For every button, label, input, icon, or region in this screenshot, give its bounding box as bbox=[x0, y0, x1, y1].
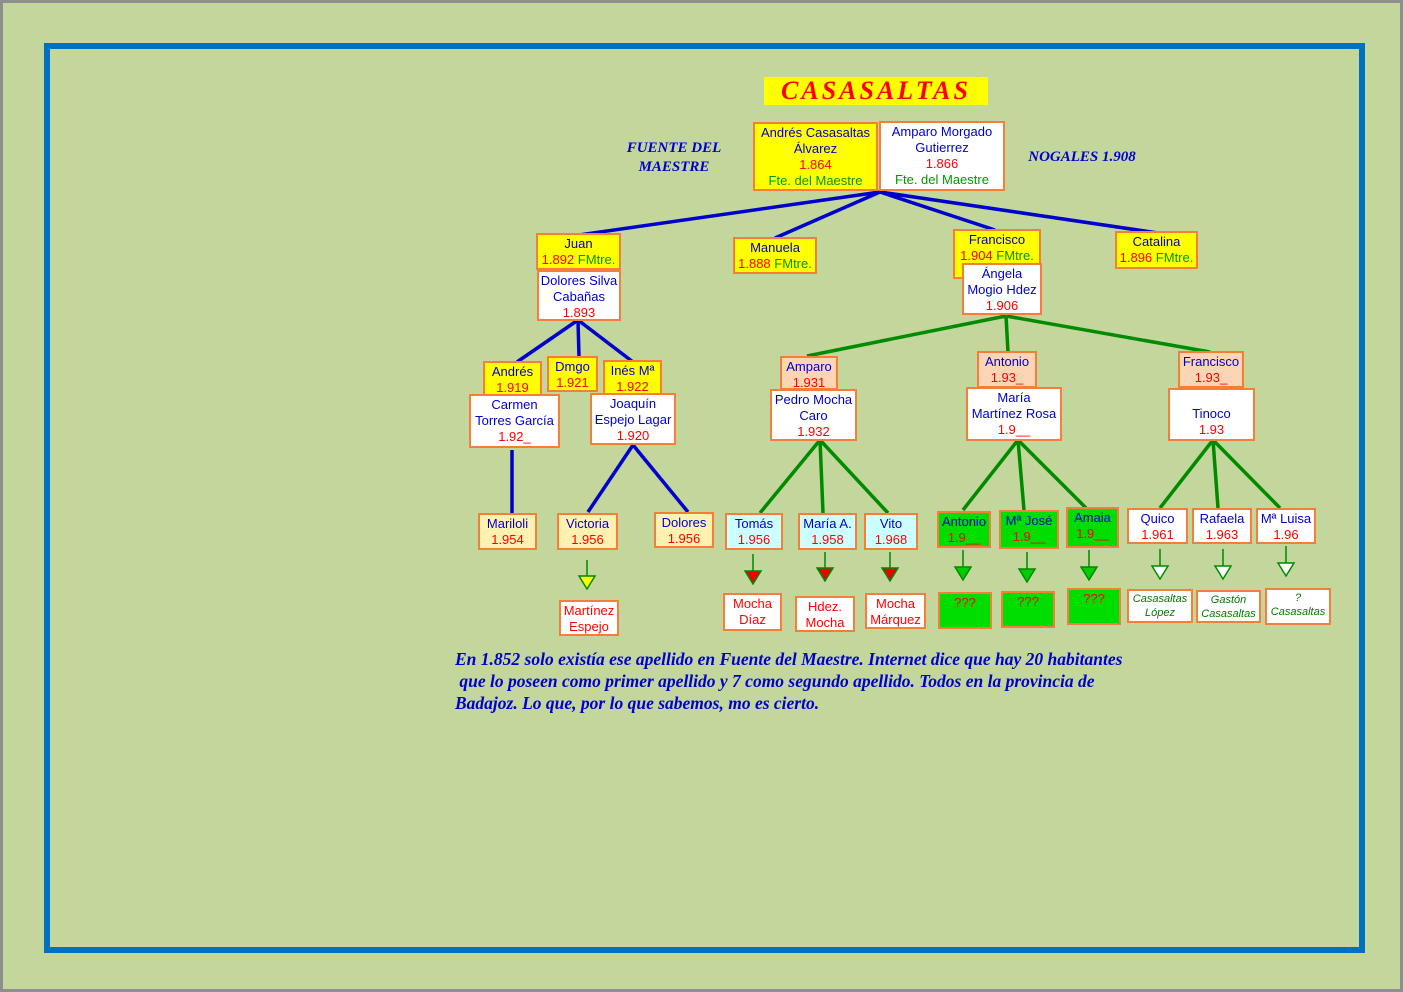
connector bbox=[879, 190, 996, 232]
surname-box-martinez-espejo: Martínez Espejo bbox=[559, 600, 619, 636]
surname-box-unknown-casasaltas: ? Casasaltas bbox=[1265, 588, 1331, 625]
person-box-dolores-silva: Dolores Silva Cabañas 1.893 bbox=[537, 270, 621, 321]
person-box-francisco-2: Francisco 1.93_ bbox=[1178, 351, 1244, 388]
arrow-white-down-icon bbox=[1276, 562, 1296, 578]
connector bbox=[961, 438, 1020, 512]
connector bbox=[774, 190, 881, 240]
arrow-red-down-icon bbox=[880, 567, 900, 583]
person-box-andres: Andrés 1.919 bbox=[483, 361, 542, 397]
person-box-ines: Inés Mª 1.922 bbox=[603, 360, 662, 396]
origin-label: FUENTE DEL MAESTRE bbox=[626, 140, 722, 175]
person-box-rafaela: Rafaela 1.963 bbox=[1192, 508, 1252, 544]
connector bbox=[1016, 439, 1026, 511]
person-box-amparo-morgado: Amparo Morgado Gutierrez 1.866 Fte. del … bbox=[879, 121, 1005, 191]
connector bbox=[1004, 315, 1010, 353]
person-box-ma-luisa: Mª Luisa 1.96 bbox=[1256, 508, 1316, 544]
arrow-yellow-down-icon bbox=[577, 575, 597, 591]
person-box-tomas: Tomás 1.956 bbox=[725, 513, 783, 550]
surname-box-gaston-casasaltas: Gastón Casasaltas bbox=[1196, 590, 1261, 623]
surname-box-mocha-marquez: Mocha Márquez bbox=[865, 593, 926, 629]
slide-frame bbox=[44, 43, 1365, 953]
connector bbox=[631, 443, 690, 514]
surname-box-unknown-2: ??? bbox=[1001, 591, 1055, 628]
arrow-green-down-icon bbox=[953, 566, 973, 582]
person-box-antonio: Antonio 1.93_ bbox=[977, 351, 1037, 388]
connector bbox=[1016, 438, 1088, 510]
person-box-antonio-2: Antonio 1.9__ bbox=[937, 511, 991, 548]
person-box-ma-jose: Mª José 1.9__ bbox=[999, 510, 1059, 549]
person-box-pedro-mocha: Pedro Mocha Caro 1.932 bbox=[770, 389, 857, 441]
person-box-maria-martinez: María Martínez Rosa 1.9__ bbox=[966, 387, 1062, 441]
person-box-andres-casasaltas: Andrés Casasaltas Álvarez 1.864 Fte. del… bbox=[753, 122, 878, 191]
person-box-catalina: Catalina 1.896 FMtre. bbox=[1115, 231, 1198, 269]
connector bbox=[516, 318, 579, 364]
connector bbox=[758, 438, 822, 515]
surname-box-hdez-mocha: Hdez. Mocha bbox=[795, 596, 855, 632]
nogales-label: NOGALES 1.908 bbox=[1028, 149, 1136, 165]
person-box-dolores: Dolores 1.956 bbox=[654, 512, 714, 548]
connector bbox=[1211, 439, 1220, 509]
person-box-carmen: Carmen Torres García 1.92_ bbox=[469, 394, 560, 448]
connector bbox=[1158, 438, 1215, 510]
connector bbox=[1005, 314, 1211, 354]
connector bbox=[879, 190, 1159, 235]
arrow-red-down-icon bbox=[743, 570, 763, 586]
person-box-angela: Ángela Mogio Hdez 1.906 bbox=[962, 263, 1042, 315]
person-box-joaquin: Joaquín Espejo Lagar 1.920 bbox=[590, 393, 676, 445]
connector bbox=[818, 439, 825, 514]
connector bbox=[806, 314, 1007, 358]
person-box-quico: Quico 1.961 bbox=[1127, 508, 1188, 544]
person-box-amparo: Amparo 1.931 bbox=[780, 356, 838, 390]
person-box-manuela: Manuela 1.888 FMtre. bbox=[733, 237, 817, 274]
arrow-white-down-icon bbox=[1213, 565, 1233, 581]
person-box-victoria: Victoria 1.956 bbox=[557, 513, 618, 550]
connector bbox=[1211, 438, 1282, 510]
surname-box-unknown-3: ??? bbox=[1067, 588, 1121, 625]
arrow-white-down-icon bbox=[1150, 565, 1170, 581]
person-box-dmgo: Dmgo 1.921 bbox=[547, 356, 598, 392]
arrow-green-down-icon bbox=[1017, 568, 1037, 584]
footnote-text: En 1.852 solo existía ese apellido en Fu… bbox=[455, 649, 1123, 713]
surname-box-mocha-diaz: Mocha Díaz bbox=[723, 593, 782, 631]
surname-box-casasaltas-lopez: Casasaltas López bbox=[1127, 589, 1193, 623]
person-box-vito: Vito 1.968 bbox=[864, 513, 918, 550]
connector bbox=[586, 444, 635, 513]
person-box-mariloli: Mariloli 1.954 bbox=[478, 513, 537, 550]
arrow-green-down-icon bbox=[1079, 566, 1099, 582]
person-box-maria-a: María A. 1.958 bbox=[798, 513, 857, 550]
connector bbox=[576, 319, 581, 358]
connector bbox=[578, 190, 881, 237]
arrow-red-down-icon bbox=[815, 567, 835, 583]
person-box-amaia: Amaia 1.9__ bbox=[1066, 507, 1119, 548]
page-title: CASASALTAS bbox=[764, 77, 988, 105]
connector bbox=[818, 438, 890, 515]
person-box-tinoco: Tinoco 1.93 bbox=[1168, 388, 1255, 441]
connector bbox=[576, 318, 635, 364]
surname-box-unknown-1: ??? bbox=[938, 592, 992, 629]
person-box-juan: Juan 1.892 FMtre. bbox=[536, 233, 621, 270]
